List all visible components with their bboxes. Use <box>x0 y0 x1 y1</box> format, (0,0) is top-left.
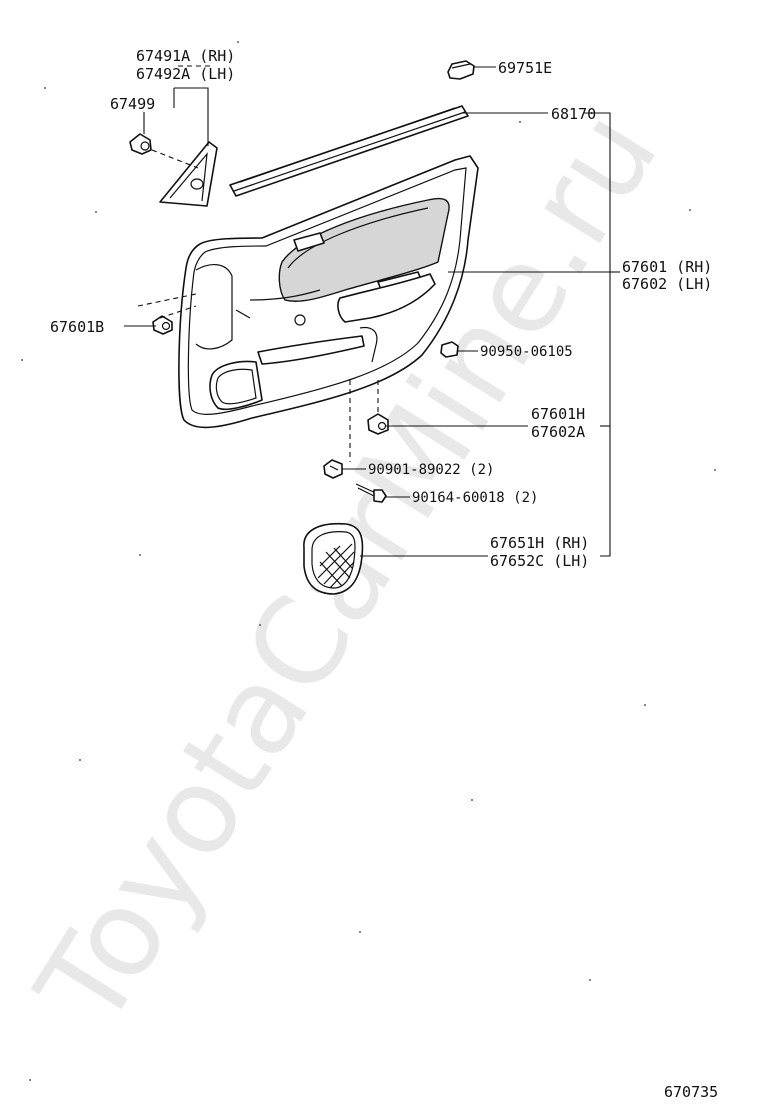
label-90164: 90164-60018 (2) <box>412 490 538 506</box>
label-69751e: 69751E <box>498 59 552 77</box>
label-67601h: 67601H <box>531 405 585 423</box>
clip-67601b <box>152 315 173 335</box>
label-68170: 68170 <box>551 105 596 123</box>
door-trim-board-67601 <box>178 155 479 429</box>
callout-labels: 67491A (RH) 67492A (LH) 67499 69751E 681… <box>50 47 712 570</box>
cap-90950 <box>440 341 459 358</box>
label-67601b: 67601B <box>50 318 104 336</box>
nut-90901 <box>323 459 343 479</box>
assembly-lines <box>137 65 379 462</box>
clip-67499 <box>129 133 152 155</box>
label-67652c: 67652C (LH) <box>490 552 589 570</box>
weatherstrip-68170 <box>229 105 469 197</box>
speaker-grille-67651h <box>303 522 364 595</box>
label-67651h: 67651H (RH) <box>490 534 589 552</box>
clip-67601h <box>367 413 389 435</box>
screw-90164 <box>355 483 387 503</box>
clip-69751e <box>447 60 475 80</box>
grille-mesh <box>317 543 355 589</box>
label-67492a: 67492A (LH) <box>136 65 235 83</box>
label-67491a: 67491A (RH) <box>136 47 235 65</box>
figure-number: 670735 <box>664 1083 718 1101</box>
label-67602: 67602 (LH) <box>622 275 712 293</box>
label-67499: 67499 <box>110 95 155 113</box>
label-90950: 90950-06105 <box>480 344 573 360</box>
label-90901: 90901-89022 (2) <box>368 462 494 478</box>
scan-specks <box>21 41 716 1081</box>
corner-cover-67491a <box>159 141 218 207</box>
label-67601: 67601 (RH) <box>622 258 712 276</box>
label-67602a: 67602A <box>531 423 585 441</box>
leader-lines <box>124 66 620 557</box>
